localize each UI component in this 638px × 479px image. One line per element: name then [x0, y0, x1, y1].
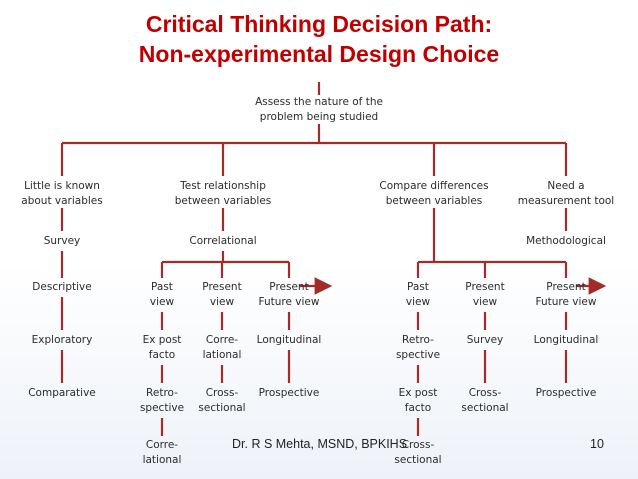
- footer-author: Dr. R S Mehta, MSND, BPKIHS: [232, 437, 408, 451]
- node-prosp1: Prospective: [259, 387, 320, 399]
- node-survey2: Survey: [467, 334, 504, 346]
- node-comparative: Comparative: [28, 387, 96, 399]
- page-number: 10: [590, 437, 604, 451]
- node-exploratory: Exploratory: [32, 334, 93, 346]
- node-cross2: Cross-sectional: [461, 387, 508, 414]
- node-correl_b: Corre-lational: [143, 439, 182, 466]
- connector-lines: [60, 82, 607, 436]
- node-correlational: Correlational: [189, 235, 256, 247]
- node-survey1: Survey: [44, 235, 81, 247]
- node-prosp2: Prospective: [536, 387, 597, 399]
- node-cross3: Cross-sectional: [394, 439, 441, 466]
- node-longit1: Longitudinal: [257, 334, 322, 346]
- node-cross1: Cross-sectional: [198, 387, 245, 414]
- node-methodological: Methodological: [526, 235, 606, 247]
- node-correl_a: Corre-lational: [203, 334, 242, 361]
- slide-title-line-1: Critical Thinking Decision Path:: [145, 11, 493, 37]
- node-descriptive: Descriptive: [32, 281, 91, 293]
- node-retro1: Retro-spective: [140, 387, 184, 414]
- slide-title-line-2: Non-experimental Design Choice: [138, 41, 500, 67]
- node-longit2: Longitudinal: [534, 334, 599, 346]
- node-retro2: Retro-spective: [396, 334, 440, 361]
